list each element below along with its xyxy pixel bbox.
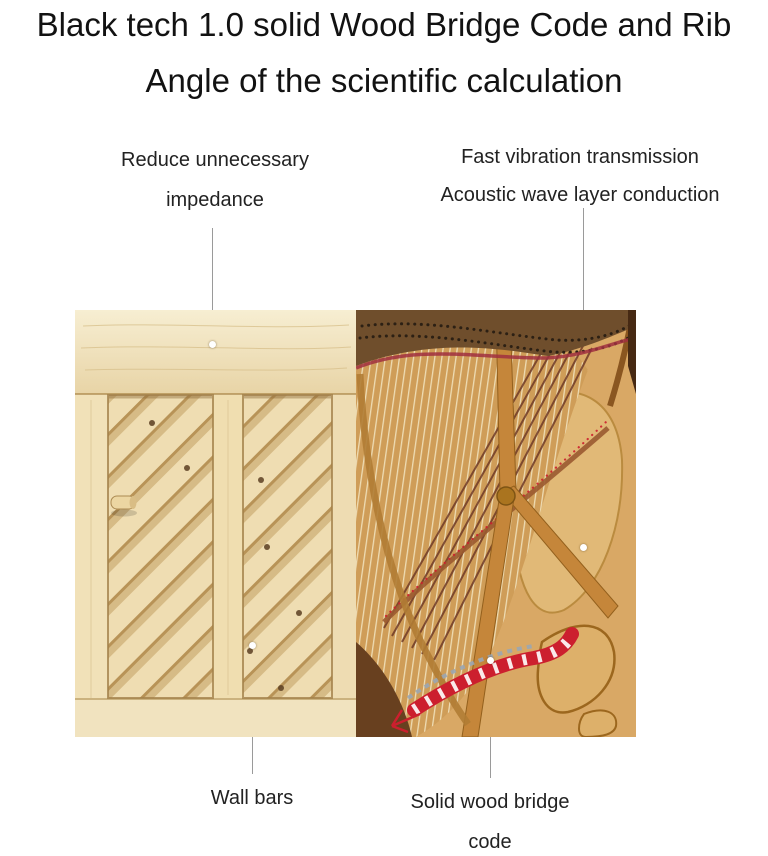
callout-vibration: Fast vibration transmission Acoustic wav… xyxy=(405,138,755,214)
wood-peg xyxy=(110,495,137,517)
tuning-pins-row-1 xyxy=(360,322,634,342)
callout-dot-bridge xyxy=(487,657,494,664)
felt-strip xyxy=(356,336,636,370)
callout-impedance-line1: Reduce unnecessary xyxy=(121,149,309,171)
piano-interior-photo xyxy=(356,310,636,737)
red-arrow-icon xyxy=(390,709,421,734)
screw-holes xyxy=(149,420,302,691)
callout-dot-wallbars xyxy=(249,642,256,649)
cabinet-corner xyxy=(356,642,412,737)
label-bridge-code: Solid wood bridge code xyxy=(385,782,595,856)
cabinet-rim xyxy=(628,310,636,394)
label-bridge-line1: Solid wood bridge xyxy=(410,791,570,813)
rib-panel-photo xyxy=(75,310,356,737)
callout-impedance: Reduce unnecessary impedance xyxy=(85,140,345,220)
wall-bars-panels xyxy=(107,394,333,699)
callout-dot-impedance xyxy=(209,341,216,348)
callout-vibration-line2: Acoustic wave layer conduction xyxy=(440,184,720,206)
page-title-line-1: Black tech 1.0 solid Wood Bridge Code an… xyxy=(36,6,732,43)
treble-bridge xyxy=(382,426,610,624)
bridge-highlight xyxy=(390,627,579,734)
callout-impedance-line2: impedance xyxy=(166,189,264,211)
label-bridge-line2: code xyxy=(468,831,512,853)
callout-vibration-line1: Fast vibration transmission xyxy=(461,146,699,168)
page-title-line-2: Angle of the scientific calculation xyxy=(145,62,623,99)
label-wall-bars: Wall bars xyxy=(177,778,327,818)
callout-dot-vibration xyxy=(580,544,587,551)
label-wall-bars-text: Wall bars xyxy=(210,787,294,809)
callout-line-impedance xyxy=(212,228,213,345)
pinblock-band xyxy=(356,310,636,366)
bass-strings xyxy=(383,333,593,661)
bass-bridge-dotted xyxy=(406,644,535,700)
plate-hub xyxy=(496,486,516,506)
